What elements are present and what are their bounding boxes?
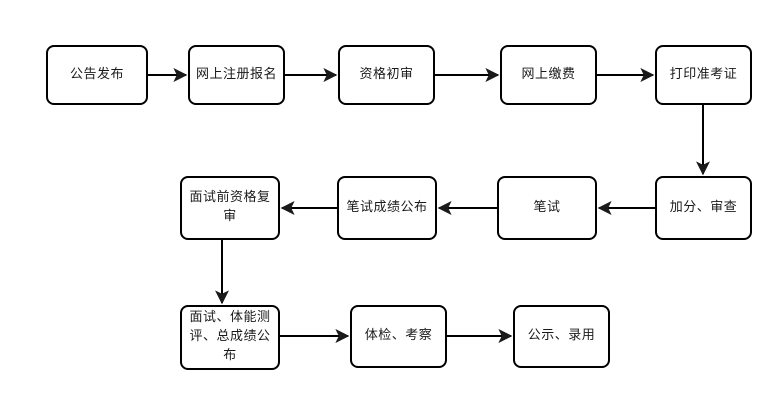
flow-node-n4[interactable]: 网上缴费	[500, 45, 597, 105]
flow-node-label: 面试、体能测 评、总成绩公 布	[189, 310, 271, 363]
flow-node-n3[interactable]: 资格初审	[338, 45, 435, 105]
flow-node-label: 打印准考证	[669, 66, 738, 82]
flow-node-label: 笔试成绩公布	[346, 199, 428, 215]
flow-node-label: 笔试	[533, 199, 561, 215]
flow-node-label: 网上缴费	[521, 66, 576, 82]
flow-node-label: 资格初审	[359, 66, 414, 82]
flow-node-n5[interactable]: 打印准考证	[655, 45, 752, 105]
flow-node-label: 加分、审查	[669, 199, 738, 215]
flow-node-n9[interactable]: 面试前资格复 审	[180, 176, 280, 240]
flow-node-n2[interactable]: 网上注册报名	[188, 45, 285, 105]
flow-node-label: 公示、录用	[527, 328, 596, 344]
flow-node-n12[interactable]: 公示、录用	[513, 305, 610, 368]
flow-node-label: 体检、考察	[364, 328, 433, 344]
flow-node-n11[interactable]: 体检、考察	[350, 305, 447, 368]
flow-node-n7[interactable]: 笔试	[497, 176, 597, 240]
flow-node-n8[interactable]: 笔试成绩公布	[337, 176, 437, 240]
flow-node-label: 网上注册报名	[196, 66, 278, 82]
flow-node-n10[interactable]: 面试、体能测 评、总成绩公 布	[180, 305, 280, 370]
flow-node-n6[interactable]: 加分、审查	[655, 176, 752, 240]
flow-node-n1[interactable]: 公告发布	[46, 45, 148, 105]
flow-node-label: 面试前资格复 审	[189, 190, 271, 224]
flow-node-label: 公告发布	[69, 66, 124, 82]
